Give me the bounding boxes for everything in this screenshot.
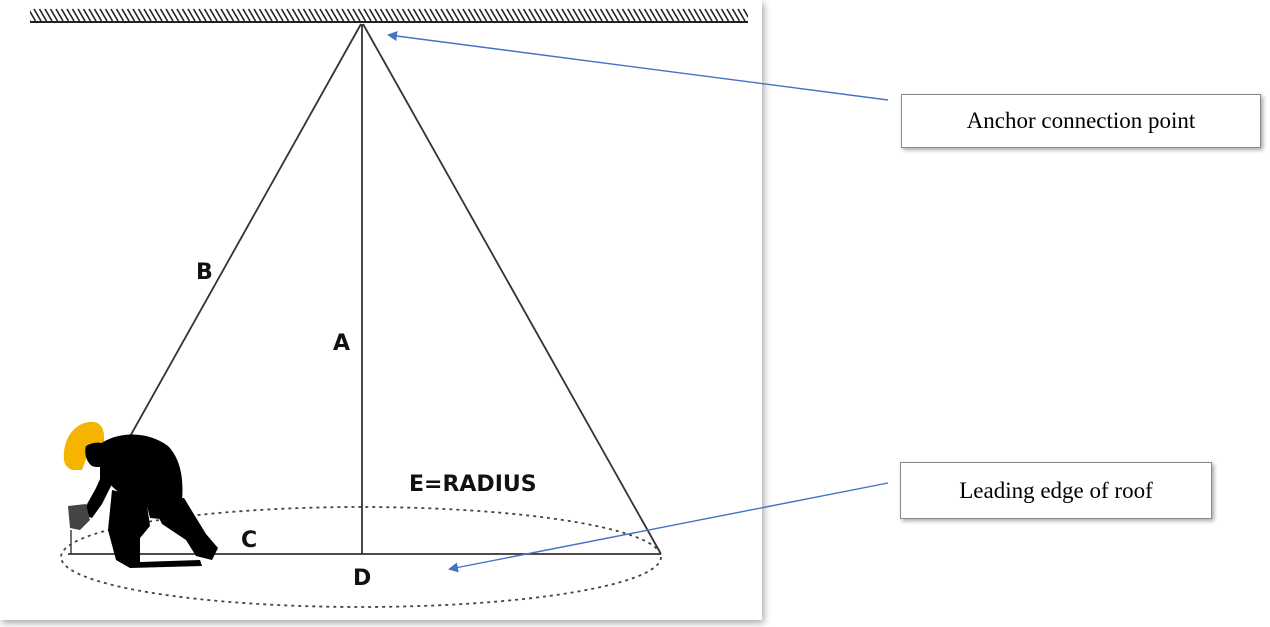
radius-ellipse [60, 506, 662, 608]
edge-callout-box: Leading edge of roof [900, 462, 1212, 519]
line-right-cone [362, 23, 662, 555]
anchor-callout-box: Anchor connection point [901, 94, 1261, 148]
hand-tool-icon [68, 504, 90, 530]
worker-back-leg [150, 498, 218, 560]
arrow-to-edge [448, 482, 889, 573]
helmet-icon [63, 421, 104, 470]
label-b: B [196, 260, 213, 285]
label-a: A [333, 331, 350, 356]
label-c: C [241, 528, 257, 553]
ceiling-structure [30, 8, 748, 23]
label-e-radius: E=RADIUS [409, 472, 537, 497]
worker-silhouette [63, 421, 218, 568]
worker-front-leg [108, 490, 202, 568]
anchor-callout-text: Anchor connection point [966, 108, 1196, 133]
arrow-to-anchor [387, 31, 889, 101]
edge-callout-text: Leading edge of roof [959, 477, 1153, 503]
label-d: D [353, 566, 371, 591]
worker-arm [82, 470, 112, 518]
line-b-left-cone [127, 23, 362, 441]
worker-body [100, 434, 183, 520]
